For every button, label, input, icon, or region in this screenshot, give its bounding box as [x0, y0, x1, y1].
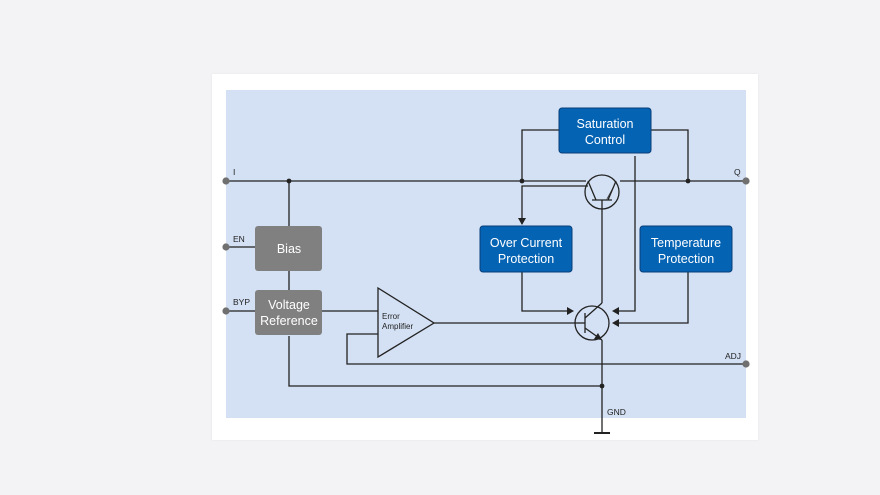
wire-transistor-to-overcurrent: [521, 185, 588, 224]
wire-rail-to-saturation: [521, 129, 559, 181]
over-current-line-1: Over Current: [490, 236, 563, 250]
pin-label-gnd: GND: [607, 407, 626, 417]
over-current-line-2: Protection: [498, 252, 554, 266]
pin-label-en: EN: [233, 234, 245, 244]
pin-dot-en: [222, 243, 230, 251]
saturation-control-line-2: Control: [585, 133, 625, 147]
pin-dot-adj: [742, 360, 750, 368]
error-amplifier-line-1: Error: [382, 312, 400, 321]
wire-overcurrent-to-transistor: [521, 270, 567, 312]
block-diagram: I Q EN BYP ADJ GND Saturation Control Ov…: [222, 90, 750, 434]
junction-bias: [286, 178, 292, 184]
arrow-overcurrent-out: [567, 307, 574, 315]
over-current-protection-block: Over Current Protection: [479, 225, 573, 273]
arrow-overcurrent: [518, 218, 526, 225]
arrow-saturation-sense: [612, 307, 619, 315]
error-amplifier: Error Amplifier: [377, 286, 436, 359]
temperature-line-2: Protection: [658, 252, 714, 266]
arrow-temperature-out: [612, 319, 619, 327]
pin-label-q: Q: [734, 167, 741, 177]
voltage-reference-line-2: Reference: [260, 314, 318, 328]
saturation-control-line-1: Saturation: [577, 117, 634, 131]
temperature-protection-block: Temperature Protection: [639, 225, 733, 273]
wire-temperature-to-transistor: [618, 270, 689, 324]
junction-ground: [599, 383, 605, 389]
wire-saturation-sense: [618, 156, 636, 312]
voltage-reference-line-1: Voltage: [268, 298, 310, 312]
pin-label-byp: BYP: [233, 297, 250, 307]
pin-dot-q: [742, 177, 750, 185]
bias-label: Bias: [277, 242, 301, 256]
saturation-control-block: Saturation Control: [558, 107, 652, 154]
junctions: [286, 178, 691, 389]
driver-transistor-icon: [574, 302, 610, 341]
pin-dot-byp: [222, 307, 230, 315]
temperature-line-1: Temperature: [651, 236, 721, 250]
pin-dot-i: [222, 177, 230, 185]
pin-label-i: I: [233, 167, 235, 177]
pin-label-adj: ADJ: [725, 351, 741, 361]
pin-terminals: [222, 177, 750, 368]
junction-saturation-out: [685, 178, 691, 184]
bias-block: Bias: [255, 226, 322, 271]
error-amplifier-line-2: Amplifier: [382, 322, 413, 331]
wire-reference-to-ground: [288, 336, 602, 387]
voltage-reference-block: Voltage Reference: [255, 290, 322, 335]
junction-saturation-in: [519, 178, 525, 184]
pass-transistor-icon: [584, 174, 620, 210]
wire-saturation-to-output: [651, 129, 689, 181]
wire-adj-feedback: [346, 333, 746, 365]
diagram-card: I Q EN BYP ADJ GND Saturation Control Ov…: [212, 74, 758, 440]
